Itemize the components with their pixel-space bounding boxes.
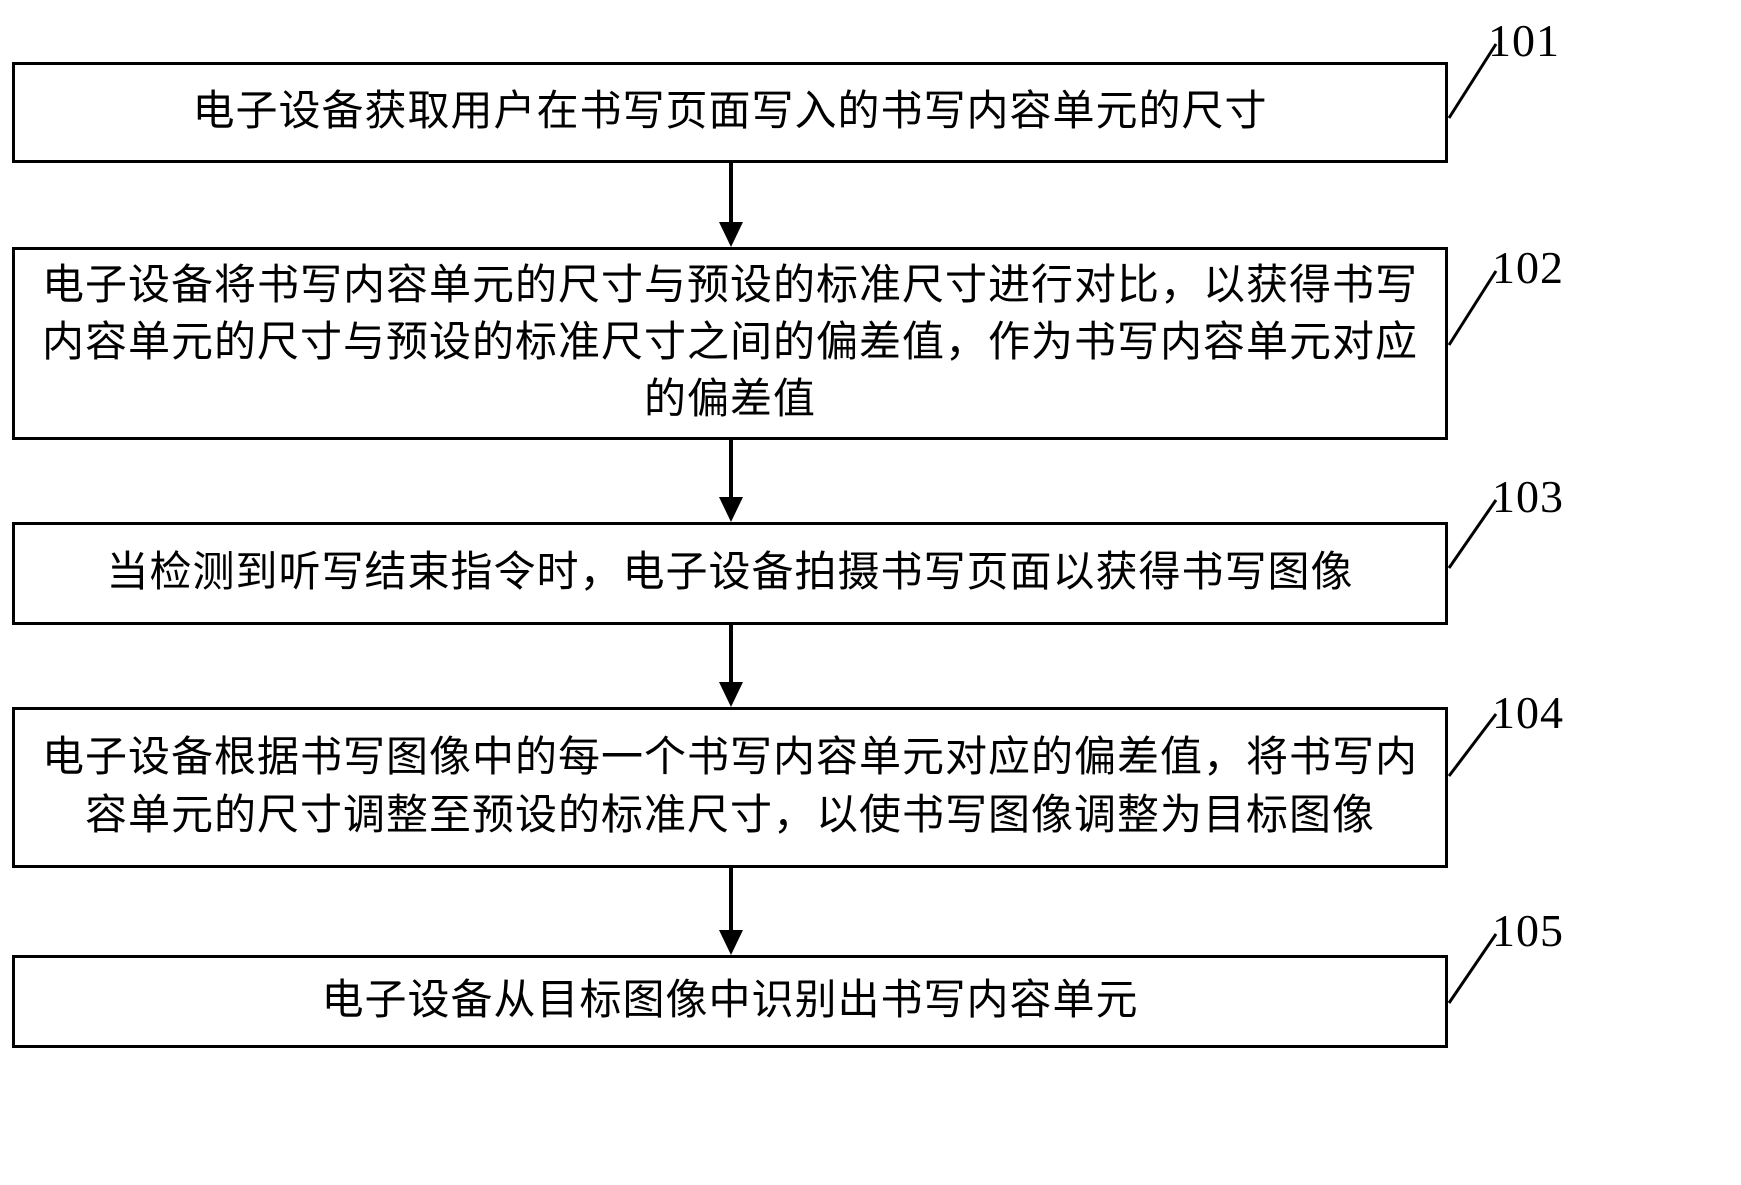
callout-line-103 <box>1447 499 1498 569</box>
flow-step-text-103: 当检测到听写结束指令时，电子设备拍摄书写页面以获得书写图像 <box>106 549 1354 596</box>
flow-step-text-101: 电子设备获取用户在书写页面写入的书写内容单元的尺寸 <box>192 88 1268 135</box>
callout-line-104 <box>1447 713 1498 777</box>
flow-step-text-104: 电子设备根据书写图像中的每一个书写内容单元对应的偏差值，将书写内容单元的尺寸调整… <box>41 735 1418 839</box>
arrow-3-4 <box>719 625 743 707</box>
step-ref-numeral-102: 102 <box>1492 242 1564 293</box>
flow-step-box-101: 电子设备获取用户在书写页面写入的书写内容单元的尺寸 <box>12 62 1448 163</box>
step-ref-numeral-103: 103 <box>1492 471 1564 522</box>
flow-step-box-104: 电子设备根据书写图像中的每一个书写内容单元对应的偏差值，将书写内容单元的尺寸调整… <box>12 707 1448 868</box>
step-ref-numeral-105: 105 <box>1492 905 1564 956</box>
flow-step-box-103: 当检测到听写结束指令时，电子设备拍摄书写页面以获得书写图像 <box>12 522 1448 625</box>
arrow-4-5 <box>719 868 743 955</box>
callout-line-102 <box>1447 270 1498 346</box>
arrow-2-3 <box>719 440 743 522</box>
callout-line-105 <box>1447 933 1498 1004</box>
flow-step-text-105: 电子设备从目标图像中识别出书写内容单元 <box>321 977 1139 1024</box>
step-ref-numeral-104: 104 <box>1492 687 1564 738</box>
step-ref-numeral-101: 101 <box>1488 15 1560 66</box>
flow-step-box-102: 电子设备将书写内容单元的尺寸与预设的标准尺寸进行对比，以获得书写内容单元的尺寸与… <box>12 247 1448 440</box>
arrow-1-2 <box>719 163 743 247</box>
flow-step-box-105: 电子设备从目标图像中识别出书写内容单元 <box>12 955 1448 1048</box>
flow-step-text-102: 电子设备将书写内容单元的尺寸与预设的标准尺寸进行对比，以获得书写内容单元的尺寸与… <box>41 262 1418 424</box>
